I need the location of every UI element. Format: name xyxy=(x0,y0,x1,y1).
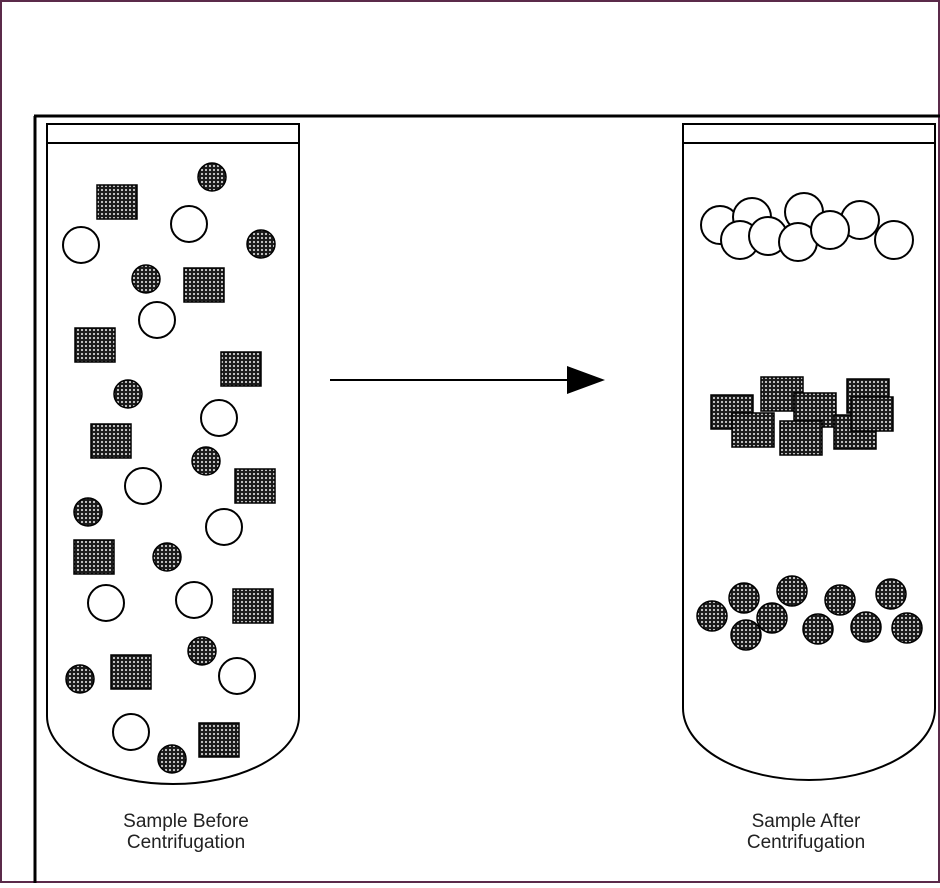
dark-round-particle xyxy=(113,379,143,409)
dark-round-particle xyxy=(246,229,276,259)
caption-after-line2: Centrifugation xyxy=(746,832,866,853)
dark-square-particle xyxy=(850,396,894,432)
arrow-head xyxy=(567,366,605,394)
tube-after xyxy=(682,123,936,781)
dark-square-particle xyxy=(74,327,116,363)
open-circle-particle xyxy=(205,508,243,546)
dark-round-particle xyxy=(191,446,221,476)
dark-round-particle xyxy=(728,582,760,614)
open-circle-particle xyxy=(170,205,208,243)
dark-square-particle xyxy=(90,423,132,459)
tube-before xyxy=(46,123,300,785)
dark-round-particle xyxy=(696,600,728,632)
dark-round-particle xyxy=(65,664,95,694)
dark-round-particle xyxy=(197,162,227,192)
dark-square-particle xyxy=(731,412,775,448)
dark-square-particle xyxy=(220,351,262,387)
tube-after-contents xyxy=(696,192,923,651)
dark-square-particle xyxy=(183,267,225,303)
dark-square-particle xyxy=(73,539,115,575)
open-circle-particle xyxy=(874,220,914,260)
dark-round-particle xyxy=(157,744,187,774)
open-circle-particle xyxy=(87,584,125,622)
dark-round-particle xyxy=(152,542,182,572)
open-circle-particle xyxy=(62,226,100,264)
dark-round-particle xyxy=(187,636,217,666)
dark-round-particle xyxy=(756,602,788,634)
dark-round-particle xyxy=(824,584,856,616)
dark-round-particle xyxy=(802,613,834,645)
caption-after: Sample After Centrifugation xyxy=(686,811,926,853)
dark-round-particle xyxy=(131,264,161,294)
dark-square-particle xyxy=(232,588,274,624)
caption-before-line2: Centrifugation xyxy=(126,832,246,853)
open-circle-particle xyxy=(124,467,162,505)
caption-after-line1: Sample After xyxy=(751,811,861,832)
dark-square-particle xyxy=(110,654,152,690)
dark-round-particle xyxy=(850,611,882,643)
process-arrow xyxy=(330,366,605,394)
open-circle-particle xyxy=(810,210,850,250)
dark-square-particle xyxy=(234,468,276,504)
dark-round-particle xyxy=(730,619,762,651)
dark-square-particle xyxy=(96,184,138,220)
dark-round-particle xyxy=(891,612,923,644)
dark-round-particle xyxy=(776,575,808,607)
dark-round-particle xyxy=(73,497,103,527)
open-circle-particle xyxy=(112,713,150,751)
open-circle-particle xyxy=(218,657,256,695)
dark-square-particle xyxy=(779,420,823,456)
caption-before: Sample Before Centrifugation xyxy=(66,811,306,853)
open-circle-particle xyxy=(175,581,213,619)
dark-square-particle xyxy=(198,722,240,758)
caption-before-line1: Sample Before xyxy=(123,811,249,832)
open-circle-particle xyxy=(138,301,176,339)
tube-before-contents xyxy=(62,162,276,774)
dark-round-particle xyxy=(875,578,907,610)
open-circle-particle xyxy=(200,399,238,437)
